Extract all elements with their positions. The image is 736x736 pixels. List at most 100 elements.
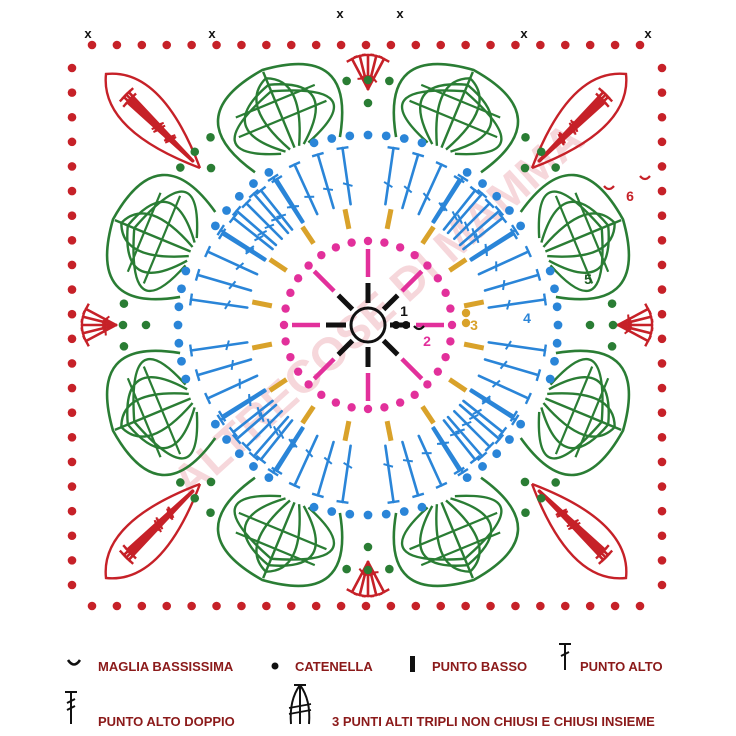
stitch-bar bbox=[499, 360, 508, 370]
treble-arc bbox=[268, 83, 317, 145]
chain-stitch bbox=[222, 435, 231, 444]
chain-stitch bbox=[67, 236, 77, 245]
stitch-bar bbox=[558, 131, 565, 142]
stitch-stem bbox=[458, 403, 501, 441]
slip-stitch-mark bbox=[603, 185, 615, 191]
treble-arc bbox=[114, 397, 192, 431]
chain-stitch bbox=[363, 565, 373, 575]
triple-treble bbox=[123, 489, 195, 565]
chain-stitch bbox=[187, 40, 196, 50]
stitch-top bbox=[542, 293, 548, 306]
chain-stitch bbox=[423, 380, 432, 389]
stitch-bar bbox=[502, 280, 506, 291]
stitch-bar bbox=[305, 448, 314, 458]
petal-outline bbox=[216, 476, 344, 588]
corner-cluster bbox=[530, 72, 628, 170]
single-crochet-mark bbox=[268, 257, 288, 273]
double-crochet bbox=[194, 358, 253, 382]
stitch-stem bbox=[384, 146, 395, 206]
stitch-bar bbox=[402, 459, 413, 463]
stitch-stem bbox=[452, 409, 491, 448]
chain-stitch bbox=[433, 367, 443, 376]
chain-stitch bbox=[551, 478, 560, 487]
chain-stitch bbox=[545, 266, 555, 276]
single-crochet-mark bbox=[384, 208, 394, 230]
stitch-stem bbox=[442, 189, 477, 231]
chain-stitch bbox=[657, 506, 667, 516]
double-crochet bbox=[417, 434, 448, 489]
chain-stitch bbox=[309, 138, 319, 148]
chain-stitch bbox=[536, 40, 545, 50]
treble-arc bbox=[537, 411, 603, 460]
stitch-top bbox=[271, 466, 283, 476]
chain-stitch bbox=[249, 462, 258, 471]
stitch-top bbox=[248, 188, 260, 199]
treble-arc bbox=[132, 357, 187, 422]
stitch-top bbox=[311, 492, 324, 499]
chain-stitch bbox=[657, 432, 667, 442]
stitch-stem bbox=[219, 228, 267, 261]
chain-stitch bbox=[462, 167, 472, 177]
double-crochet bbox=[204, 245, 259, 276]
chain-stitch bbox=[237, 601, 246, 611]
treble-arc bbox=[262, 501, 296, 579]
stitch-stem bbox=[446, 415, 484, 458]
single-crochet-mark bbox=[420, 225, 436, 245]
stitch-stem bbox=[446, 192, 484, 235]
chain-stitch bbox=[262, 601, 271, 611]
stitch-stem bbox=[275, 177, 305, 223]
stitch-top bbox=[216, 224, 225, 236]
chain-stitch bbox=[380, 238, 389, 247]
chain-stitch bbox=[462, 473, 472, 483]
treble-arc bbox=[133, 190, 199, 239]
double-crochet bbox=[462, 212, 508, 251]
chain-stitch bbox=[536, 147, 546, 157]
chain-stitch bbox=[657, 211, 667, 221]
chain-stitch bbox=[657, 112, 667, 122]
treble-arc bbox=[419, 83, 468, 145]
stitch-stem bbox=[196, 273, 253, 292]
chain-stitch bbox=[560, 601, 570, 611]
double-crochet bbox=[452, 409, 495, 452]
treble-arc bbox=[120, 402, 194, 438]
chain-stitch bbox=[608, 320, 618, 330]
chain-stitch bbox=[657, 457, 667, 467]
single-crochet-mark bbox=[381, 293, 400, 312]
chain-stitch bbox=[516, 221, 526, 231]
treble-arc bbox=[126, 376, 188, 425]
chain-stitch bbox=[657, 383, 667, 393]
stitch-stem bbox=[235, 209, 278, 247]
stitch-top bbox=[412, 151, 425, 158]
chain-stitch bbox=[162, 601, 172, 611]
chain-stitch bbox=[67, 186, 77, 196]
double-crochet bbox=[271, 174, 305, 223]
chain-stitch bbox=[347, 238, 356, 247]
chain-stitch bbox=[363, 236, 373, 246]
petal-outline bbox=[519, 349, 631, 477]
chain-stitch bbox=[177, 356, 186, 366]
chain-stitch bbox=[446, 304, 455, 313]
stitch-top bbox=[494, 433, 505, 445]
petal-outline bbox=[105, 173, 217, 301]
treble-arc bbox=[542, 212, 616, 248]
stitch-stem bbox=[350, 57, 370, 91]
start-mark: x bbox=[84, 26, 92, 41]
stitch-stem bbox=[271, 176, 304, 224]
chain-stitch bbox=[411, 40, 421, 50]
stitch-top bbox=[484, 441, 495, 452]
stitch-stem bbox=[483, 273, 540, 292]
stitch-bar bbox=[259, 411, 265, 422]
petal-outline bbox=[519, 173, 631, 301]
chain-stitch bbox=[536, 601, 545, 611]
chain-stitch bbox=[345, 131, 355, 141]
chain-stitch bbox=[363, 130, 373, 140]
stitch-bar bbox=[264, 223, 275, 230]
double-crochet bbox=[487, 293, 548, 310]
chain-stitch bbox=[411, 601, 421, 611]
chain-stitch bbox=[67, 580, 77, 590]
cluster-bar bbox=[574, 192, 610, 273]
double-crochet bbox=[442, 185, 481, 231]
chain-stitch bbox=[657, 580, 667, 590]
stitch-stem bbox=[232, 216, 274, 251]
